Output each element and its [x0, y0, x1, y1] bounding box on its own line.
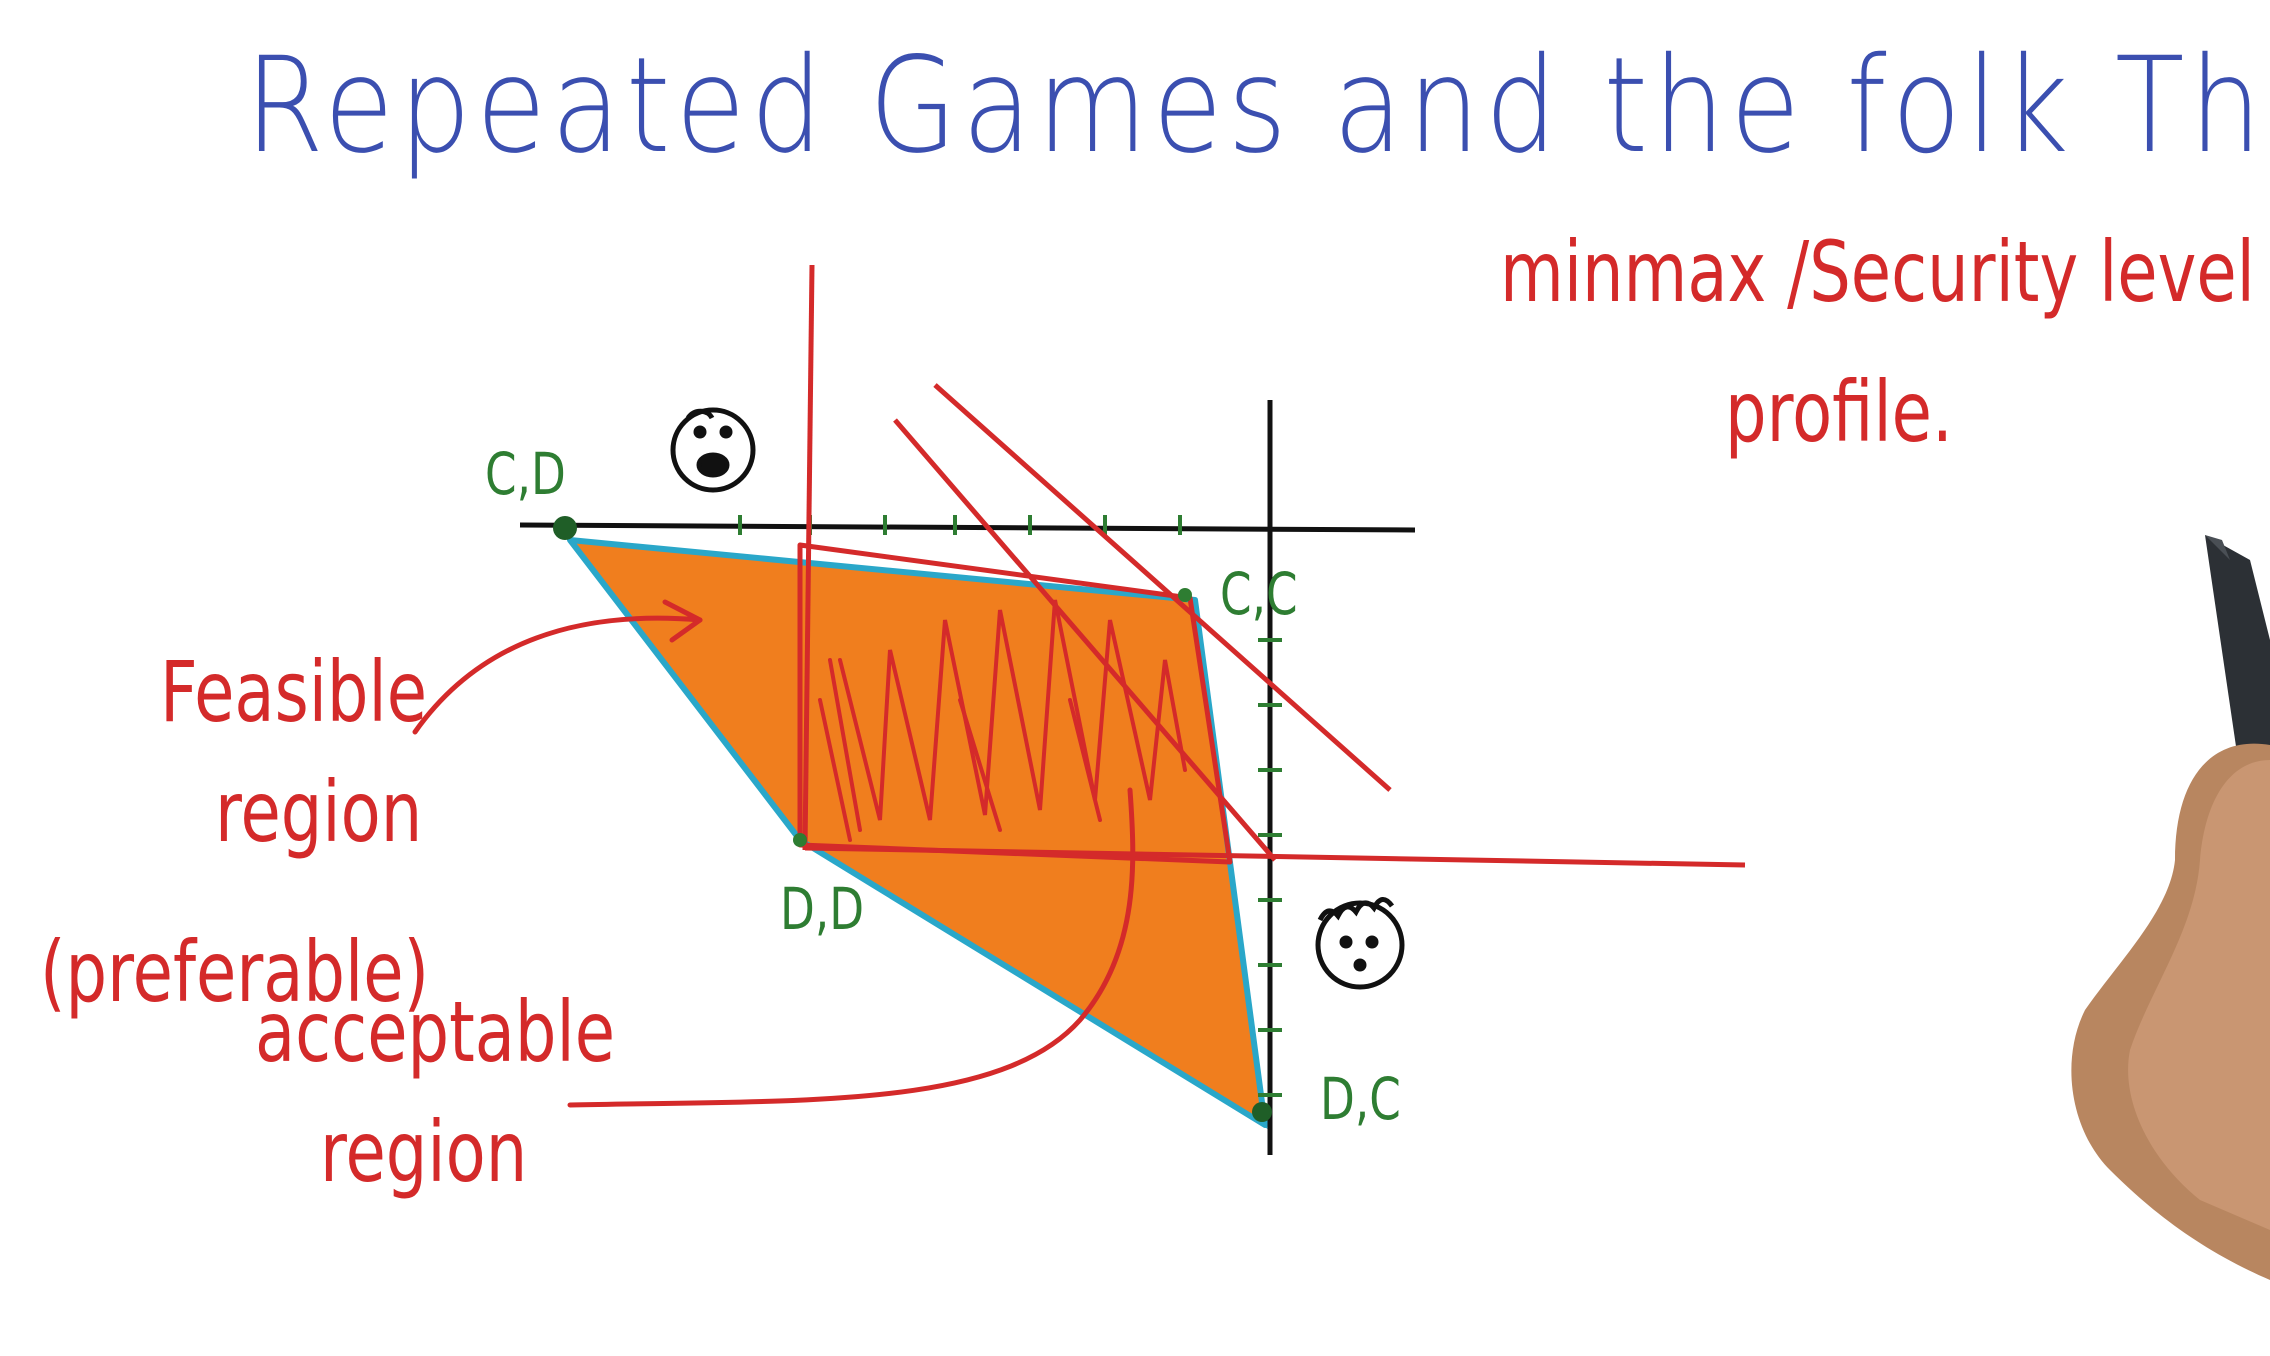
player1-axis [519, 522, 1416, 533]
vertex-label-dd: D,D [780, 875, 865, 943]
diagonal-line-2 [933, 383, 1392, 792]
page-title: Repeated Games and the folk Theorem [245, 29, 2270, 183]
feasible-hull-dotted [568, 538, 1268, 1129]
vertex-label-dc: D,C [1320, 1065, 1401, 1133]
feasible-region [567, 537, 1268, 1128]
marker-pen-icon [2205, 535, 2270, 760]
diagonal-line-1 [893, 418, 1277, 862]
dc-vertex-dot [1252, 1102, 1272, 1122]
acceptable-arrow [567, 787, 1136, 1108]
minmax-label: minmax /Security level [1500, 223, 2255, 321]
cc-vertex-dot [1178, 588, 1192, 602]
cd-vertex-dot [553, 516, 577, 540]
vertex-label-cc: C,C [1220, 560, 1298, 628]
preferable-label: (preferable) [40, 923, 430, 1021]
feasible-arrow-head [662, 599, 703, 643]
feasible-label: Feasible [160, 643, 428, 741]
acceptable-region-outline [797, 542, 1233, 865]
feasible-region-label: region [215, 763, 423, 861]
vertex-label-cd: C,D [485, 440, 566, 508]
acceptable-region-label: region [320, 1103, 528, 1201]
feasible-arrow [412, 615, 703, 735]
drawing-hand-highlight [2128, 760, 2270, 1230]
profile-label: profile. [1725, 363, 1953, 461]
smiling-face-icon [1315, 897, 1405, 990]
acceptable-label: acceptable [255, 983, 616, 1081]
dd-vertex-dot [793, 833, 807, 847]
frowning-face-icon [670, 407, 756, 493]
acceptable-region-hatching [818, 599, 1187, 842]
minmax-vertical-line [802, 264, 815, 851]
